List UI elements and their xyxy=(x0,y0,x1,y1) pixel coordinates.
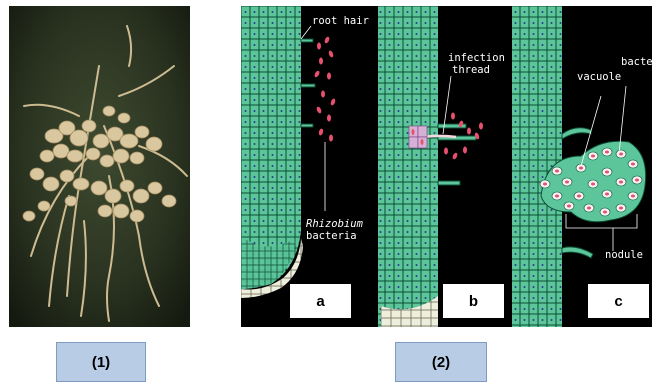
thread-label: thread xyxy=(452,64,490,76)
root-nodule-image xyxy=(9,6,190,327)
panel-a-root: root hair Rhizobium bacteria xyxy=(241,6,378,327)
panel-b-label: b xyxy=(443,284,504,318)
panel-b-root: infection thread xyxy=(378,6,512,327)
nodule-diagram-svg: root hair Rhizobium bacteria xyxy=(241,6,652,327)
panel-c-root: bacteroi vacuole nodule xyxy=(512,6,652,327)
root-hair-label: root hair xyxy=(312,15,369,27)
nodule-formation-diagram: root hair Rhizobium bacteria xyxy=(241,6,652,327)
figure-label-1: (1) xyxy=(56,342,146,382)
nodule-label: nodule xyxy=(605,249,643,261)
vacuole-label: vacuole xyxy=(577,71,621,83)
root-nodule-photo xyxy=(9,6,190,327)
bacteroid-label: bacteroi xyxy=(621,56,652,68)
panel-a-label: a xyxy=(290,284,351,318)
bacteria-label: bacteria xyxy=(306,230,357,242)
infection-label: infection xyxy=(448,52,505,64)
figure-label-2: (2) xyxy=(395,342,487,382)
rhizobium-label: Rhizobium xyxy=(306,218,364,230)
panel-c-label: c xyxy=(588,284,649,318)
